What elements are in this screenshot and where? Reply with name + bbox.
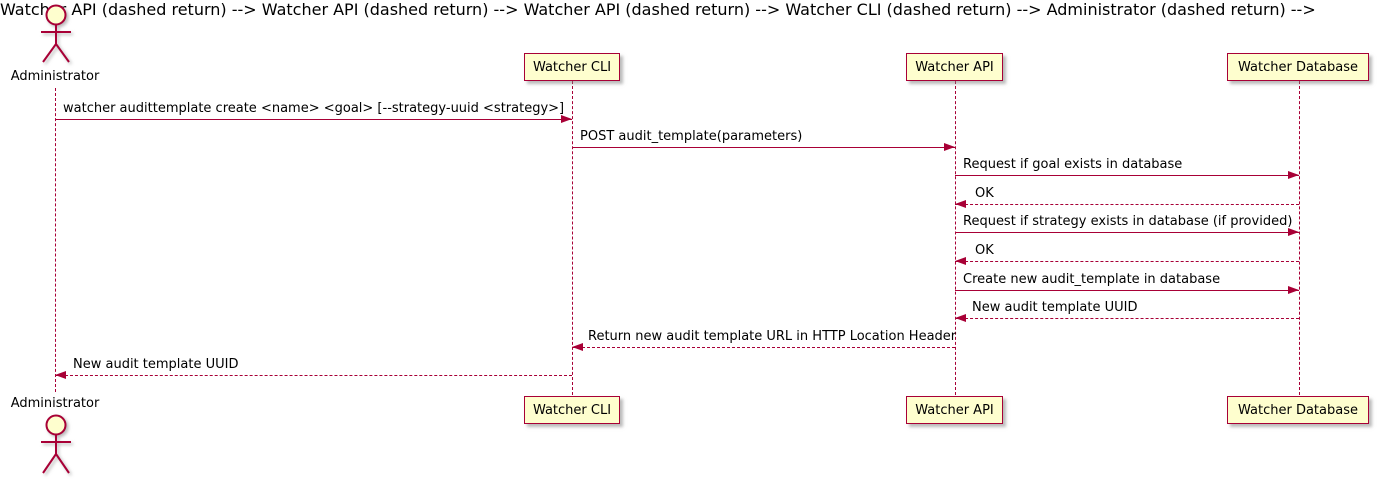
lifeline-watcher-api xyxy=(955,81,956,395)
message-label: Return new audit template URL in HTTP Lo… xyxy=(588,329,957,344)
message-arrow xyxy=(955,290,1299,291)
message-label: Request if goal exists in database xyxy=(963,157,1183,172)
arrowhead-left-icon xyxy=(55,371,66,379)
arrowhead-left-icon xyxy=(572,343,583,351)
message-arrow xyxy=(55,119,572,120)
message-label: New audit template UUID xyxy=(972,300,1138,315)
arrowhead-right-icon xyxy=(1288,171,1299,179)
arrowhead-left-icon xyxy=(955,200,966,208)
participant-box-watcher-cli-bottom: Watcher CLI xyxy=(524,396,620,424)
message-label: OK xyxy=(975,243,994,258)
message-label: Create new audit_template in database xyxy=(963,272,1221,287)
message-label: POST audit_template(parameters) xyxy=(580,129,803,144)
message-arrow xyxy=(55,375,572,376)
lifeline-administrator xyxy=(55,88,56,392)
message-arrow xyxy=(955,232,1299,233)
message-label: watcher audittemplate create <name> <goa… xyxy=(63,101,565,116)
lifeline-watcher-cli xyxy=(572,81,573,395)
message-arrow xyxy=(955,261,1299,262)
message-arrow xyxy=(572,347,955,348)
participant-box-watcher-database-bottom: Watcher Database xyxy=(1227,396,1369,424)
participant-box-watcher-api-top: Watcher API xyxy=(906,53,1003,81)
arrowhead-right-icon xyxy=(1288,286,1299,294)
message-arrow xyxy=(955,175,1299,176)
administrator-label-bottom: Administrator xyxy=(10,396,100,411)
administrator-label-top: Administrator xyxy=(10,69,100,84)
arrowhead-right-icon xyxy=(561,115,572,123)
message-arrow xyxy=(955,318,1299,319)
participant-box-watcher-database-top: Watcher Database xyxy=(1227,53,1369,81)
message-arrow xyxy=(955,204,1299,205)
message-label: Request if strategy exists in database (… xyxy=(963,214,1293,229)
lifeline-watcher-database xyxy=(1299,81,1300,395)
administrator-actor-icon xyxy=(41,4,71,63)
administrator-actor-icon xyxy=(41,414,71,474)
message-arrow xyxy=(572,147,955,148)
arrowhead-left-icon xyxy=(955,257,966,265)
participant-box-watcher-api-bottom: Watcher API xyxy=(906,396,1003,424)
message-label: New audit template UUID xyxy=(73,357,239,372)
arrowhead-left-icon xyxy=(955,314,966,322)
message-label: OK xyxy=(975,186,994,201)
participant-box-watcher-cli-top: Watcher CLI xyxy=(524,53,620,81)
arrowhead-right-icon xyxy=(1288,228,1299,236)
arrowhead-right-icon xyxy=(944,143,955,151)
